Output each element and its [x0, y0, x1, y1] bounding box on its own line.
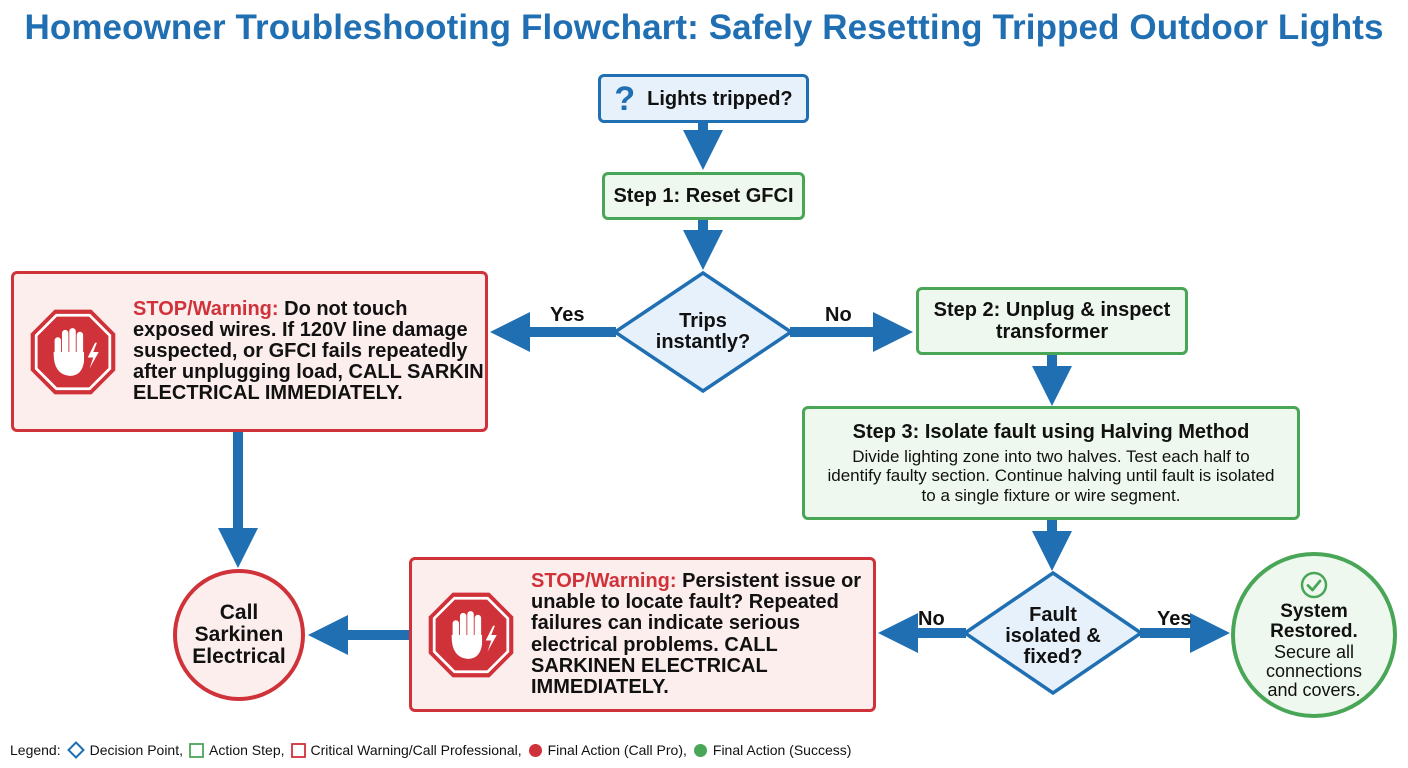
red-square-icon [290, 742, 306, 758]
call-pro-circle: Call Sarkinen Electrical [173, 569, 305, 701]
success-text: Secure all connections and covers. [1265, 641, 1363, 700]
green-dot-icon [693, 743, 707, 757]
warning2-box: STOP/Warning: Persistent issue or unable… [409, 557, 876, 712]
decision2-diamond [962, 570, 1144, 696]
step1-label: Step 1: Reset GFCI [613, 185, 794, 207]
warning1-body: Do not touch exposed wires. If 120V line… [133, 297, 484, 405]
success-title: System Restored. [1270, 601, 1358, 643]
diamond-icon [66, 741, 85, 759]
success-circle: System Restored. Secure all connections … [1231, 552, 1397, 718]
green-square-icon [189, 742, 204, 758]
legend-label: Legend: [10, 742, 61, 758]
red-dot-icon [528, 743, 542, 757]
step3-title: Step 3: Isolate fault using Halving Meth… [852, 421, 1250, 444]
call-pro-label: Call Sarkinen Electrical [192, 600, 286, 669]
stop-hand-electric-icon [428, 592, 514, 677]
start-label: Lights tripped? [647, 87, 793, 110]
warning1-text: STOP/Warning: Do not touch exposed wires… [133, 297, 485, 405]
legend-item-decision: Decision Point, [61, 741, 183, 759]
warning2-text: STOP/Warning: Persistent issue or unable… [531, 569, 873, 698]
legend-item-call-pro: Final Action (Call Pro), [522, 742, 687, 758]
legend: Legend: Decision Point, Action Step, Cri… [10, 741, 851, 759]
start-node: ? Lights tripped? [598, 74, 809, 123]
decision1-label: Trips instantly? [655, 310, 751, 353]
warning2-body: Persistent issue or unable to locate fau… [531, 569, 862, 698]
warning2-heading: STOP/Warning: [531, 569, 677, 592]
checkmark-circle-icon [1300, 572, 1328, 599]
legend-item-warning: Critical Warning/Call Professional, [285, 742, 522, 758]
step3-box: Step 3: Isolate fault using Halving Meth… [802, 406, 1300, 520]
decision1-diamond [612, 270, 794, 394]
legend-item-success: Final Action (Success) [687, 742, 851, 758]
step1-box: Step 1: Reset GFCI [602, 172, 805, 220]
decision2-yes-label: Yes [1157, 608, 1192, 630]
warning1-box: STOP/Warning: Do not touch exposed wires… [11, 271, 488, 432]
decision1-no-label: No [825, 304, 852, 326]
step3-body: Divide lighting zone into two halves. Te… [827, 447, 1275, 505]
decision1-yes-label: Yes [550, 304, 585, 326]
decision2-no-label: No [918, 608, 945, 630]
question-mark-icon: ? [614, 79, 636, 118]
step2-label: Step 2: Unplug & inspect transformer [933, 299, 1171, 343]
legend-item-action: Action Step, [183, 742, 285, 758]
page-title: Homeowner Troubleshooting Flowchart: Saf… [24, 8, 1384, 47]
warning1-heading: STOP/Warning: [133, 297, 279, 320]
step2-box: Step 2: Unplug & inspect transformer [916, 287, 1188, 355]
stop-hand-electric-icon [30, 309, 116, 394]
decision2-label: Fault isolated & fixed? [1005, 603, 1101, 668]
